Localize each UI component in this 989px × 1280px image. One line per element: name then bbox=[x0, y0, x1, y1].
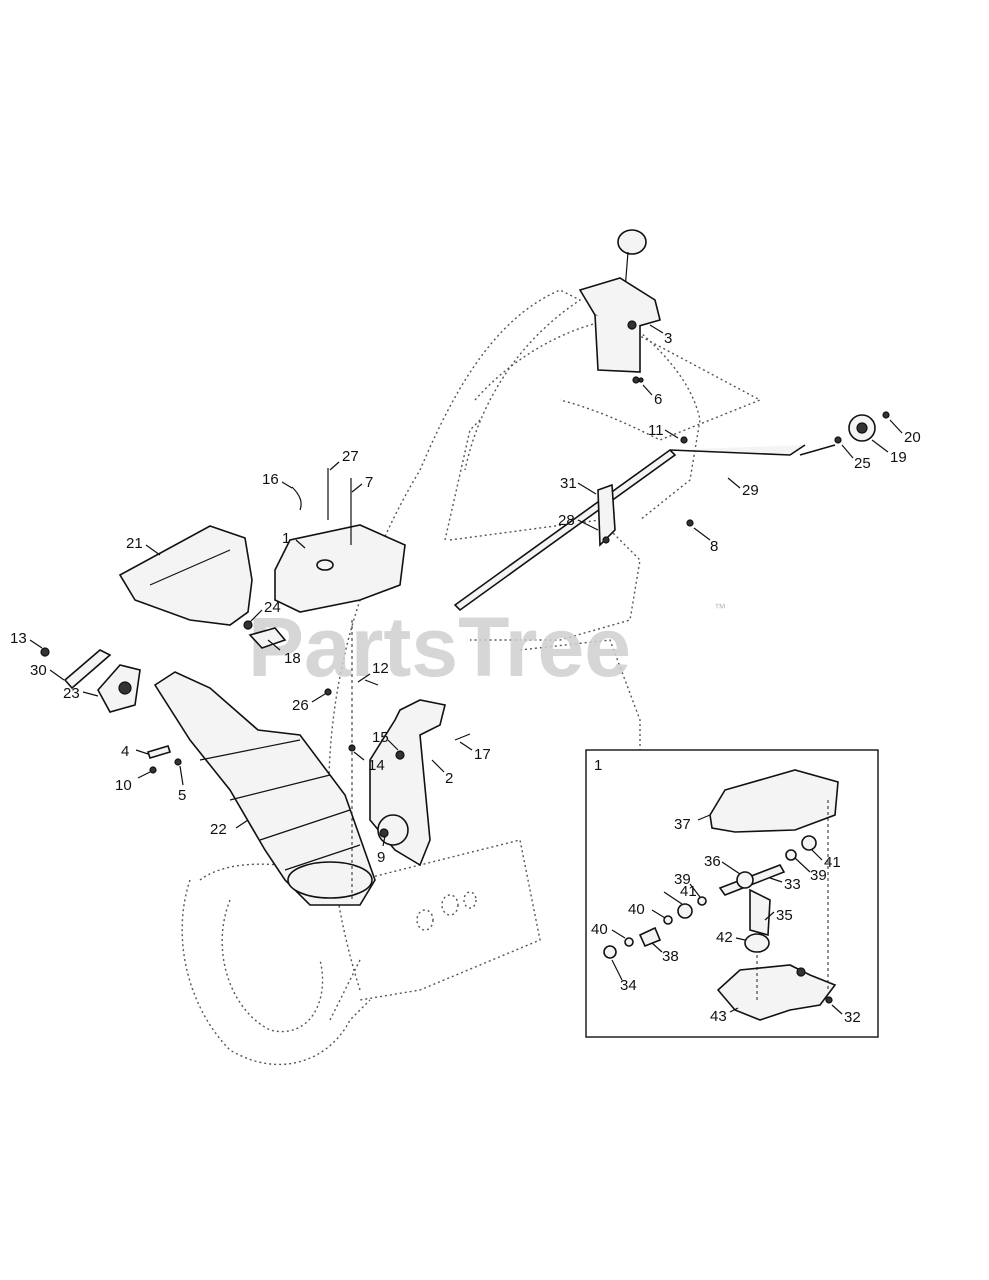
inset-callout-40b: 40 bbox=[591, 921, 608, 938]
callout-12: 12 bbox=[372, 660, 389, 677]
inset-callout-32: 32 bbox=[844, 1009, 861, 1026]
callout-20: 20 bbox=[904, 429, 921, 446]
callout-30: 30 bbox=[30, 662, 47, 679]
inset-callout-37: 37 bbox=[674, 816, 691, 833]
callout-14: 14 bbox=[368, 757, 385, 774]
inset-callout-43: 43 bbox=[710, 1008, 727, 1025]
callout-labels: 27 16 7 21 1 24 18 13 30 23 4 10 5 22 12… bbox=[10, 330, 921, 866]
callout-29: 29 bbox=[742, 482, 759, 499]
callout-19: 19 bbox=[890, 449, 907, 466]
callout-18: 18 bbox=[284, 650, 301, 667]
inset-callout-38: 38 bbox=[662, 948, 679, 965]
callout-27: 27 bbox=[342, 448, 359, 465]
inset-callout-35: 35 bbox=[776, 907, 793, 924]
callout-26: 26 bbox=[292, 697, 309, 714]
shift-lever-assembly bbox=[578, 229, 661, 384]
watermark-trademark: ™ bbox=[714, 601, 726, 615]
callout-11: 11 bbox=[648, 422, 664, 439]
small-fasteners bbox=[146, 377, 644, 774]
callout-13: 13 bbox=[10, 630, 27, 647]
chute-deflector bbox=[118, 525, 253, 630]
callout-16: 16 bbox=[262, 471, 279, 488]
inset-callout-39: 39 bbox=[810, 867, 827, 884]
callout-21: 21 bbox=[126, 535, 143, 552]
callout-23: 23 bbox=[63, 685, 80, 702]
callout-5: 5 bbox=[178, 787, 186, 804]
inset-title: 1 bbox=[594, 757, 602, 774]
callout-1: 1 bbox=[282, 530, 290, 547]
inset-callout-41: 41 bbox=[824, 854, 841, 871]
callout-31: 31 bbox=[560, 475, 577, 492]
inset-callout-41b: 41 bbox=[680, 883, 697, 900]
inset-detail-box: 1 bbox=[585, 749, 879, 1038]
shift-rod-assembly bbox=[453, 411, 890, 612]
callout-2: 2 bbox=[445, 770, 453, 787]
chute-crank-housing bbox=[248, 468, 406, 649]
discharge-chute bbox=[153, 671, 376, 906]
inset-callout-39b: 39 bbox=[674, 871, 691, 888]
inset-callout-40: 40 bbox=[628, 901, 645, 918]
callout-22: 22 bbox=[210, 821, 227, 838]
crank-bracket-left bbox=[40, 647, 141, 713]
callout-15: 15 bbox=[372, 729, 389, 746]
watermark-text: PartsTree bbox=[248, 600, 631, 694]
callout-leaders bbox=[29, 324, 903, 1015]
callout-25: 25 bbox=[854, 455, 871, 472]
callout-4: 4 bbox=[121, 743, 129, 760]
inset-callout-33: 33 bbox=[784, 876, 801, 893]
callout-17: 17 bbox=[474, 746, 491, 763]
callout-28: 28 bbox=[558, 512, 575, 529]
inset-callout-36: 36 bbox=[704, 853, 721, 870]
callout-9: 9 bbox=[377, 849, 385, 866]
callout-6: 6 bbox=[654, 391, 662, 408]
callout-24: 24 bbox=[264, 599, 281, 616]
callout-8: 8 bbox=[710, 538, 718, 555]
inset-callout-42: 42 bbox=[716, 929, 733, 946]
callout-10: 10 bbox=[115, 777, 132, 794]
callout-7: 7 bbox=[365, 474, 373, 491]
inset-callout-34: 34 bbox=[620, 977, 637, 994]
callout-3: 3 bbox=[664, 330, 672, 347]
inset-callout-labels: 37 41 36 39 33 41 39 35 40 40 38 42 34 4… bbox=[591, 816, 861, 1026]
